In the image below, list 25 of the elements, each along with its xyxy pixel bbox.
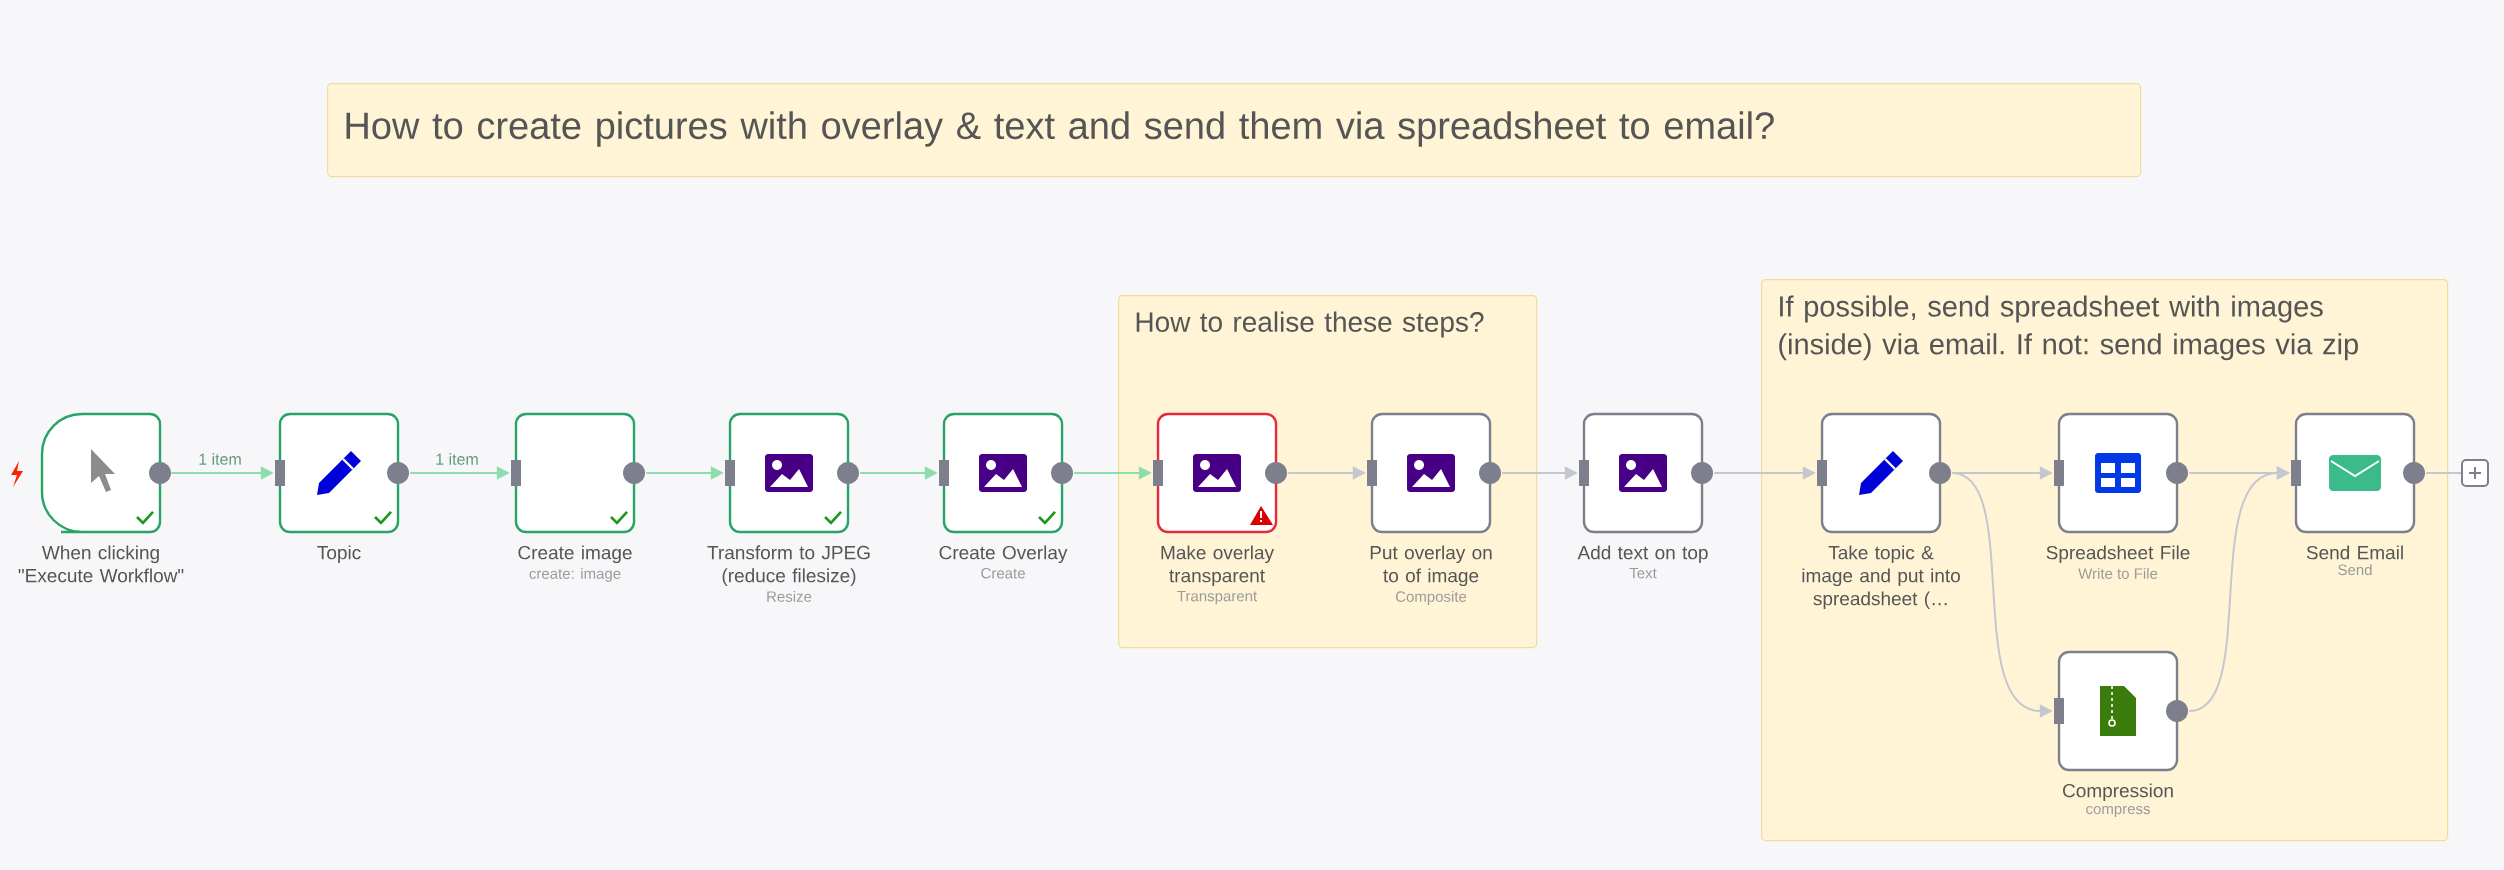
node-label: Take topic & image and put into spreadsheet (… bbox=[1802, 545, 1960, 610]
edge-label: 1 item bbox=[433, 451, 481, 467]
node-label: Create Overlay bbox=[939, 545, 1068, 564]
node-label: Make overlay transparent bbox=[1161, 545, 1274, 587]
node-label: Compression bbox=[2063, 783, 2173, 802]
node-label: Put overlay on to of image bbox=[1370, 545, 1492, 587]
node-subtitle: Resize bbox=[767, 590, 812, 602]
node-label: Spreadsheet File bbox=[2046, 545, 2190, 564]
node-label: Topic bbox=[317, 545, 361, 564]
node-subtitle: Composite bbox=[1395, 590, 1467, 605]
node-subtitle: create: image bbox=[529, 567, 621, 582]
node-subtitle: Create bbox=[981, 567, 1025, 579]
node-subtitle: Transparent bbox=[1177, 590, 1258, 605]
node-subtitle: Text bbox=[1629, 567, 1657, 579]
node-subtitle: compress bbox=[2086, 805, 2150, 818]
node-label: Create image bbox=[518, 545, 632, 564]
node-label: Add text on top bbox=[1577, 545, 1708, 564]
node-subtitle: Send bbox=[2338, 564, 2372, 576]
node-label: When clicking "Execute Workflow" bbox=[18, 545, 184, 583]
node-label: Send Email bbox=[2306, 545, 2403, 560]
sticky-note: How to create pictures with overlay & text and send them via spreadsheet to email? bbox=[327, 83, 2142, 178]
edge-label: 1 item bbox=[196, 451, 244, 467]
node-subtitle: Write to File bbox=[2078, 567, 2158, 579]
node-label: Transform to JPEG (reduce filesize) bbox=[707, 545, 870, 587]
add-button bbox=[2461, 459, 2489, 487]
